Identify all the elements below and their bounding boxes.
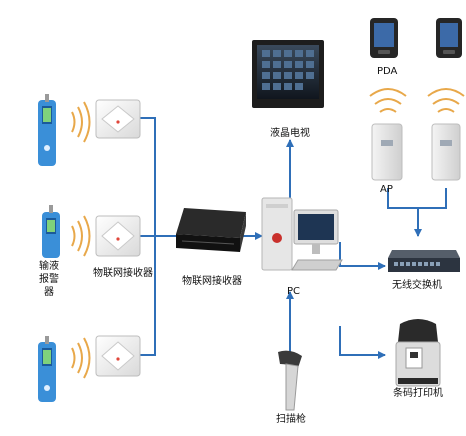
label-scanner: 扫描枪: [276, 414, 306, 425]
ceiling-receiver-icon: [95, 335, 141, 377]
label-iot-receiver-small: 物联网接收器: [93, 268, 153, 279]
monitor-icon: [252, 40, 324, 108]
link-ap1-switch: [387, 188, 447, 209]
label-barcode-printer: 条码打印机: [393, 388, 443, 399]
label-pc: PC: [287, 286, 301, 297]
wifi-waves-icon: [71, 101, 91, 379]
label-infusion-alarm: 输液报警器: [39, 261, 59, 298]
label-lcd-tv: 液晶电视: [270, 128, 310, 139]
link-pc-switch: [339, 242, 386, 270]
label-wireless-switch: 无线交换机: [392, 280, 442, 291]
network-switch-icon: [388, 250, 460, 272]
infusion-alarm-icon: [38, 94, 56, 166]
link-pc-printer: [339, 326, 386, 359]
rack-receiver-icon: [176, 208, 246, 252]
desktop-pc-icon: [261, 197, 343, 271]
printer-icon: [395, 319, 441, 387]
access-point-icon: [371, 123, 403, 181]
pda-icon: [436, 18, 462, 58]
wifi-waves-icon: [369, 88, 465, 113]
connection-lines: [140, 117, 447, 359]
access-point-icon: [431, 123, 461, 181]
scanner-icon: [278, 350, 302, 411]
label-iot-receiver-main: 物联网接收器: [182, 276, 242, 287]
label-ap: AP: [380, 184, 393, 195]
label-pda: PDA: [377, 66, 398, 77]
ceiling-receiver-icon: [95, 99, 141, 139]
infusion-alarm-icon: [38, 336, 56, 402]
pda-icon: [370, 18, 398, 58]
ceiling-receiver-icon: [95, 215, 141, 257]
infusion-alarm-icon: [42, 205, 60, 258]
